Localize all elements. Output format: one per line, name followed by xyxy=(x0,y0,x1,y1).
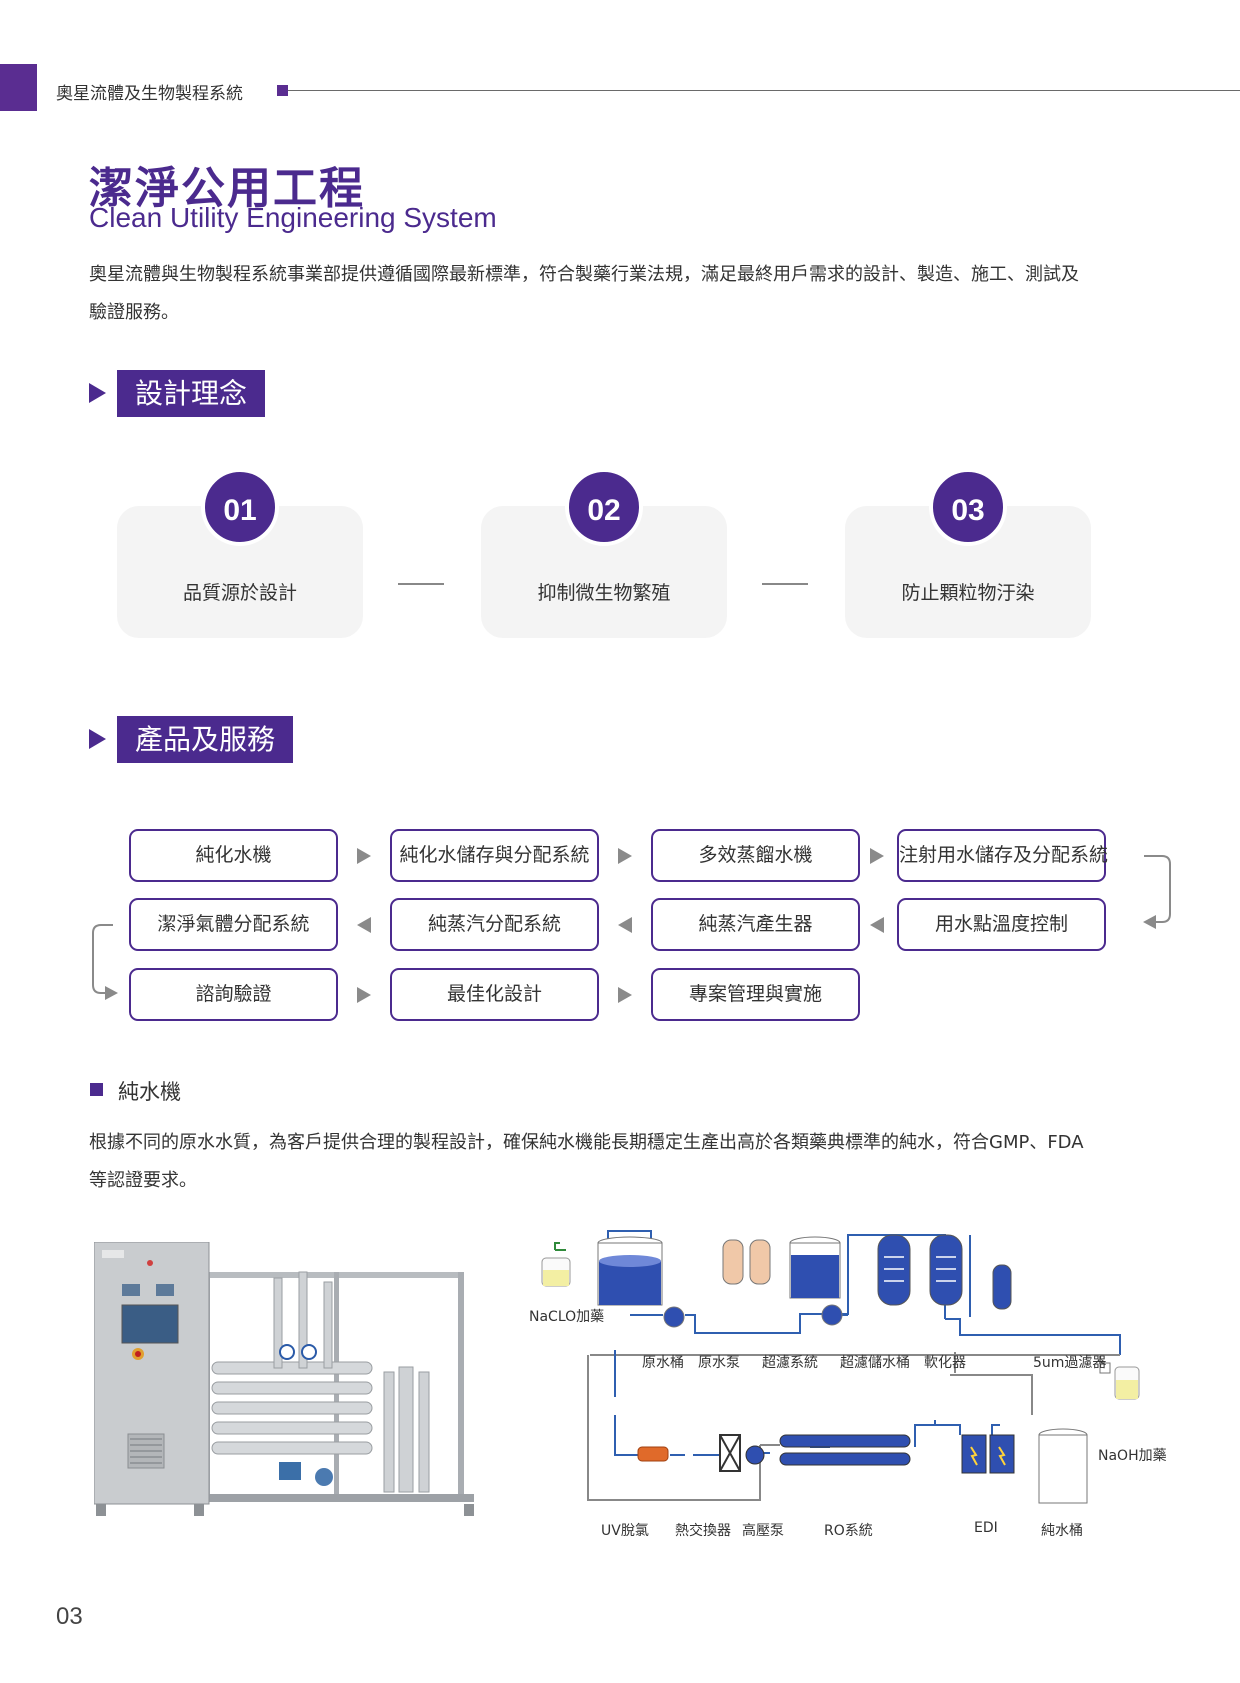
arrow-left-icon xyxy=(618,917,632,933)
label-pure-water-tank: 純水桶 xyxy=(1041,1523,1083,1539)
label-uf-system: 超濾系統 xyxy=(762,1355,818,1371)
arrow-right-icon xyxy=(618,987,632,1003)
product-box: 純化水機 xyxy=(129,829,338,882)
intro-line-1: 奧星流體與生物製程系統事業部提供遵循國際最新標準，符合製藥行業法規，滿足最終用戶… xyxy=(89,264,1079,285)
header-divider xyxy=(288,90,1240,91)
label-uf-storage-tank: 超濾儲水桶 xyxy=(840,1355,910,1371)
label-edi: EDI xyxy=(974,1520,998,1536)
concept-card-1: 01 品質源於設計 xyxy=(117,468,363,638)
intro-line-2: 驗證服務。 xyxy=(89,302,179,323)
label-high-pressure-pump: 高壓泵 xyxy=(742,1523,784,1539)
arrow-left-icon xyxy=(357,917,371,933)
label-naclo-dosing: NaCLO加藥 xyxy=(529,1309,605,1325)
product-box: 純蒸汽分配系統 xyxy=(390,898,599,951)
product-box: 用水點溫度控制 xyxy=(897,898,1106,951)
product-box: 潔淨氣體分配系統 xyxy=(129,898,338,951)
header-company-name: 奧星流體及生物製程系統 xyxy=(56,84,243,104)
subsection-description: 根據不同的原水水質，為客戶提供合理的製程設計，確保純水機能長期穩定生產出高於各類… xyxy=(89,1124,1119,1200)
product-box: 純化水儲存與分配系統 xyxy=(390,829,599,882)
purified-water-machine-image xyxy=(94,1242,514,1527)
concept-number-3: 03 xyxy=(929,468,1007,546)
product-box: 諮詢驗證 xyxy=(129,968,338,1021)
label-uv-dechlorination: UV脫氯 xyxy=(601,1523,649,1539)
triangle-bullet-icon xyxy=(89,383,106,403)
product-box: 注射用水儲存及分配系統 xyxy=(897,829,1108,882)
arrow-right-icon xyxy=(357,848,371,864)
label-softener: 軟化器 xyxy=(924,1355,966,1371)
triangle-bullet-icon xyxy=(89,729,106,749)
product-box: 專案管理與實施 xyxy=(651,968,860,1021)
arrow-right-icon xyxy=(618,848,632,864)
arrow-right-icon xyxy=(357,987,371,1003)
arrow-left-icon xyxy=(870,917,884,933)
header-accent-block xyxy=(0,64,37,111)
concept-number-1: 01 xyxy=(201,468,279,546)
product-box: 最佳化設計 xyxy=(390,968,599,1021)
page-number: 03 xyxy=(56,1603,83,1630)
concept-label-2: 抑制微生物繁殖 xyxy=(537,582,671,604)
connector-dash xyxy=(398,583,444,585)
header-square-marker xyxy=(277,85,288,96)
product-box: 純蒸汽產生器 xyxy=(651,898,860,951)
section-title-design: 設計理念 xyxy=(117,370,266,417)
square-bullet-icon xyxy=(90,1083,103,1096)
process-flow-drawing xyxy=(541,1230,1140,1504)
page-subtitle: Clean Utility Engineering System xyxy=(89,202,497,233)
concept-label-1: 品質源於設計 xyxy=(182,582,297,604)
subsection-title: 純水機 xyxy=(118,1080,181,1104)
section-title-products: 產品及服務 xyxy=(117,716,294,763)
label-raw-water-pump: 原水泵 xyxy=(698,1355,740,1371)
concept-label-3: 防止顆粒物汙染 xyxy=(901,582,1035,604)
desc-line-2: 等認證要求。 xyxy=(89,1170,197,1191)
concept-card-3: 03 防止顆粒物汙染 xyxy=(845,468,1091,638)
intro-paragraph: 奧星流體與生物製程系統事業部提供遵循國際最新標準，符合製藥行業法規，滿足最終用戶… xyxy=(89,256,1119,332)
label-naoh-dosing: NaOH加藥 xyxy=(1098,1448,1167,1464)
desc-line-1: 根據不同的原水水質，為客戶提供合理的製程設計，確保純水機能長期穩定生產出高於各類… xyxy=(89,1132,1084,1153)
concept-card-2: 02 抑制微生物繁殖 xyxy=(481,468,727,638)
label-raw-water-tank: 原水桶 xyxy=(642,1355,684,1371)
connector-dash xyxy=(762,583,808,585)
page-title: 潔淨公用工程 xyxy=(89,163,365,214)
label-heat-exchanger: 熱交換器 xyxy=(675,1523,731,1539)
label-5um-filter: 5um過濾器 xyxy=(1033,1355,1107,1371)
product-box: 多效蒸餾水機 xyxy=(651,829,860,882)
process-flow-diagram: NaCLO加藥 原水桶 原水泵 超濾系統 超濾儲水桶 軟化器 5um過濾器 Na… xyxy=(529,1225,1180,1540)
label-ro-system: RO系統 xyxy=(824,1523,873,1539)
concept-number-2: 02 xyxy=(565,468,643,546)
arrow-right-icon xyxy=(870,848,884,864)
